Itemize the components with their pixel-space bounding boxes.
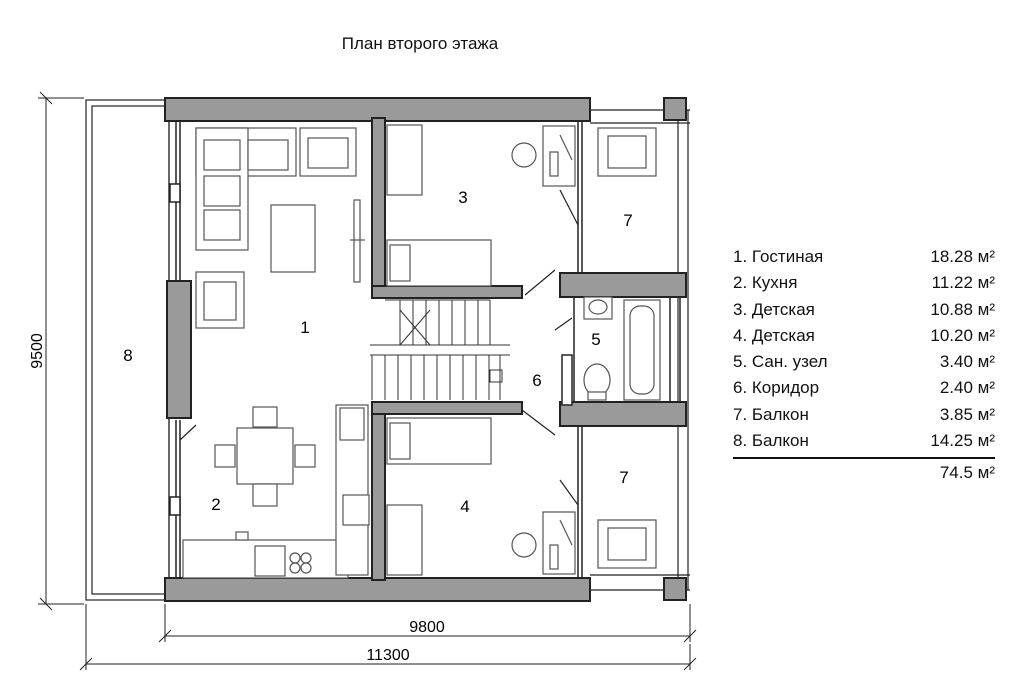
tv-stand-icon: [350, 199, 365, 283]
legend-room-area: 3.85 м²: [939, 404, 995, 424]
legend-room-name: 2. Кухня: [733, 273, 798, 293]
staircase: [370, 299, 510, 400]
legend-row: 5. Сан. узел 3.40 м²: [733, 349, 995, 375]
wall-center-bottom-head: [371, 401, 523, 415]
walls: [164, 97, 687, 602]
room-label-8: 8: [123, 346, 132, 365]
kitchen-counter-icon: [182, 404, 370, 579]
sofa-icon: [195, 127, 357, 251]
dimension-height-label: 9500: [29, 333, 46, 369]
legend-room-name: 5. Сан. узел: [733, 352, 828, 372]
wall-column-bottom-right: [663, 577, 687, 601]
legend-room-name: 3. Детская: [733, 299, 815, 319]
legend-room-name: 4. Детская: [733, 325, 815, 345]
legend-total-area: 74.5 м²: [733, 457, 995, 487]
bed-icon: [386, 417, 492, 576]
inner-wall-lines: [175, 121, 681, 578]
bed-icon: [386, 124, 492, 287]
area-legend: 1. Гостиная 18.28 м² 2. Кухня 11.22 м² 3…: [733, 244, 995, 487]
legend-room-name: 8. Балкон: [733, 431, 809, 451]
wall-center-bottom: [371, 401, 386, 581]
room-label-4: 4: [460, 497, 469, 516]
legend-room-area: 14.25 м²: [930, 431, 995, 451]
windows: [169, 183, 573, 516]
legend-row: 8. Балкон 14.25 м²: [733, 428, 995, 454]
legend-room-area: 10.20 м²: [930, 325, 995, 345]
legend-room-area: 10.88 м²: [930, 299, 995, 319]
armchair-icon: [597, 127, 657, 569]
dimension-inner-width-label: 9800: [409, 619, 445, 636]
legend-row: 4. Детская 10.20 м²: [733, 323, 995, 349]
bathtub-icon: [623, 299, 661, 401]
wall-center-top: [371, 117, 386, 299]
legend-row: 6. Коридор 2.40 м²: [733, 375, 995, 401]
wall-bath-bottom: [559, 401, 687, 427]
room-label-3: 3: [458, 188, 467, 207]
legend-room-area: 2.40 м²: [939, 378, 995, 398]
room-label-1: 1: [300, 318, 309, 337]
legend-room-name: 7. Балкон: [733, 404, 809, 424]
legend-row: 7. Балкон 3.85 м²: [733, 402, 995, 428]
legend-room-name: 1. Гостиная: [733, 247, 824, 266]
legend-room-area: 3.40 м²: [939, 352, 995, 372]
sink-icon: [583, 296, 613, 320]
room-label-5: 5: [591, 330, 600, 349]
legend-row: 1. Гостиная 18.28 м²: [733, 244, 995, 270]
armchair-icon: [195, 271, 245, 329]
wall-bottom: [164, 577, 591, 602]
room-label-7-top: 7: [623, 211, 632, 230]
dimension-outer-width-label: 11300: [366, 647, 409, 664]
legend-room-area: 18.28 м²: [930, 247, 995, 266]
legend-room-name: 6. Коридор: [733, 378, 820, 398]
coffee-table: [270, 204, 316, 273]
room-label-2: 2: [211, 495, 220, 514]
plan-title: План второго этажа: [341, 34, 499, 53]
legend-row: 3. Детская 10.88 м²: [733, 297, 995, 323]
wall-bath-top: [559, 272, 687, 298]
desk-icon: [511, 511, 576, 575]
wall-center-top-foot: [371, 285, 523, 299]
room-label-6: 6: [532, 371, 541, 390]
toilet-icon: [583, 363, 611, 401]
desk-icon: [511, 125, 576, 187]
dining-table-icon: [214, 406, 316, 507]
door-swings: [179, 189, 579, 506]
legend-room-area: 11.22 м²: [931, 273, 995, 293]
wall-column-top-right: [663, 97, 687, 121]
legend-row: 2. Кухня 11.22 м²: [733, 270, 995, 296]
room-label-7-bottom: 7: [619, 468, 628, 487]
dimension-lines: [38, 91, 697, 671]
wall-left-segment: [166, 280, 192, 419]
